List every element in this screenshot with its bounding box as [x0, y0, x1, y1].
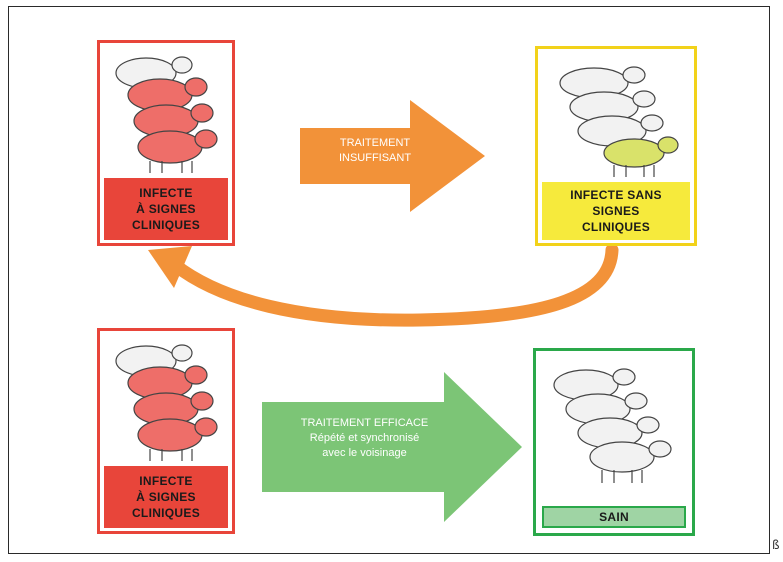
caption-line: CLINIQUES	[131, 506, 201, 520]
arrow-label-line: Répété et synchronisé	[309, 432, 420, 444]
card-infected-clinical-top: INFECTE À SIGNES CLINIQUES	[97, 40, 235, 246]
sheep-flock-white-icon	[553, 368, 672, 483]
caption-line: SAIN	[599, 510, 629, 524]
caption-line: INFECTE SANS	[570, 188, 662, 202]
caption-line: CLINIQUES	[131, 218, 201, 232]
card-caption: INFECTE À SIGNES CLINIQUES	[104, 178, 228, 240]
arrow-label-line: TRAITEMENT EFFICACE	[300, 417, 429, 429]
card-infected-clinical-bottom: INFECTE À SIGNES CLINIQUES	[97, 328, 235, 534]
sheep-flock-yellow-icon	[559, 66, 679, 177]
arrow-insufficient-treatment	[300, 100, 485, 212]
arrow-label-effective: TRAITEMENT EFFICACE Répété et synchronis…	[262, 416, 467, 461]
caption-line: INFECTE	[139, 474, 193, 488]
arrow-label-line: INSUFFISANT	[338, 152, 412, 164]
caption-line: INFECTE	[139, 186, 193, 200]
arrow-label-line: avec le voisinage	[322, 447, 407, 459]
arrow-effective-treatment	[262, 372, 522, 522]
card-healthy: SAIN	[533, 348, 695, 536]
caption-line: CLINIQUES	[581, 220, 651, 234]
card-caption: INFECTE SANS SIGNES CLINIQUES	[542, 182, 690, 240]
caption-line: À SIGNES	[136, 490, 196, 504]
caption-line: SIGNES	[592, 204, 640, 218]
sheep-flock-red-icon	[115, 344, 218, 461]
card-infected-no-signs: INFECTE SANS SIGNES CLINIQUES	[535, 46, 697, 246]
arrow-label-line: TRAITEMENT	[339, 137, 411, 149]
card-caption: INFECTE À SIGNES CLINIQUES	[104, 466, 228, 528]
arrow-label-insufficient: TRAITEMENT INSUFFISANT	[300, 136, 450, 166]
caption-line: À SIGNES	[136, 202, 196, 216]
sheep-flock-red-icon	[115, 56, 218, 173]
card-caption: SAIN	[542, 506, 686, 528]
corner-mark: ß	[772, 538, 780, 552]
